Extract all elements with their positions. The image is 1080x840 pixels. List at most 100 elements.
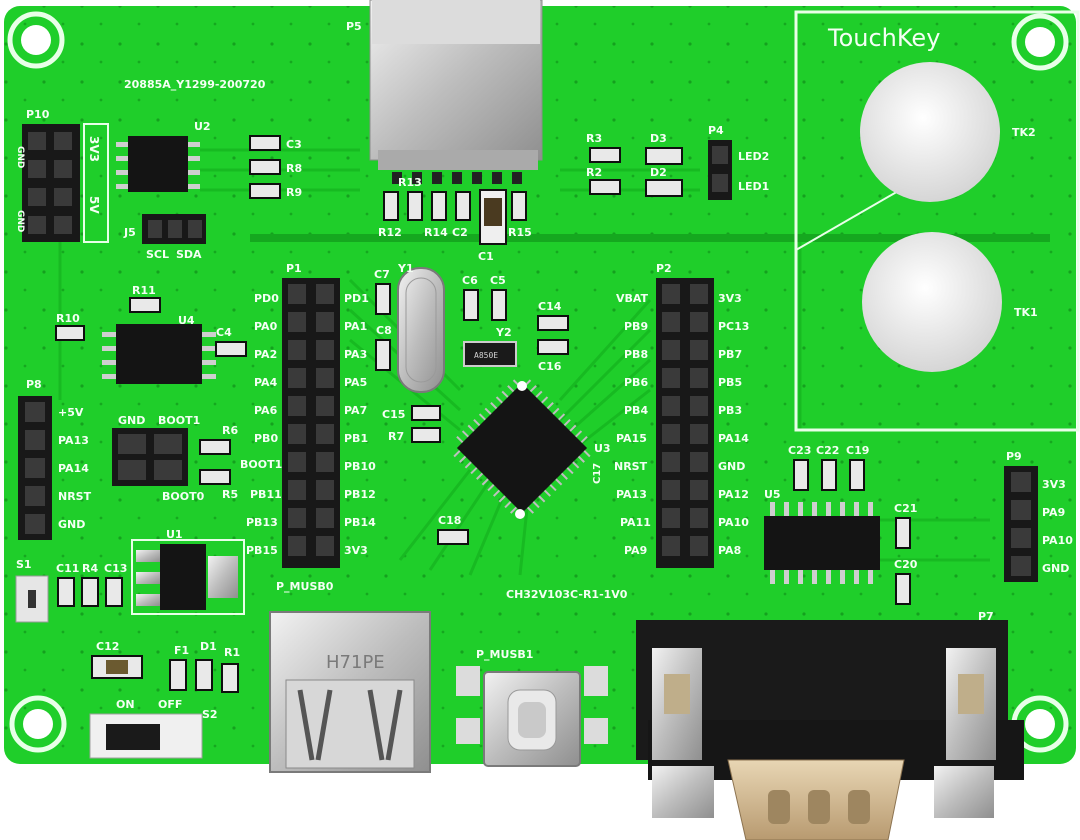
fiducial-mcu-bottom: [515, 509, 525, 519]
label-r3: R3: [586, 132, 602, 145]
smd-boot-passives: [199, 439, 231, 485]
p2-right-label: PA12: [718, 488, 749, 501]
label-c15: C15: [382, 408, 405, 421]
smd-led-area: [589, 147, 683, 197]
label-on: ON: [116, 698, 135, 711]
revision-code: 20885A_Y1299-200720: [124, 78, 266, 91]
p8-label: GND: [58, 518, 85, 531]
p2-right-label: PB5: [718, 376, 742, 389]
label-u2: U2: [194, 120, 211, 133]
usb-c-port[interactable]: [456, 666, 608, 767]
label-led1: LED1: [738, 180, 769, 193]
label-f1: F1: [174, 644, 189, 657]
p9-label: PA10: [1042, 534, 1073, 547]
label-p-musb0: P_MUSB0: [276, 580, 334, 593]
db9-connector-p7[interactable]: [636, 620, 1024, 840]
label-d1: D1: [200, 640, 217, 653]
header-j5[interactable]: [142, 214, 206, 244]
p1-left-label: PA2: [254, 348, 277, 361]
label-r6: R6: [222, 424, 238, 437]
label-p10-3v3: 3V3: [87, 136, 101, 162]
p2-right-label: GND: [718, 460, 745, 473]
label-sda: SDA: [176, 248, 202, 261]
label-r1: R1: [224, 646, 240, 659]
p8-label: PA13: [58, 434, 89, 447]
label-r9: R9: [286, 186, 302, 199]
label-c5: C5: [490, 274, 506, 287]
label-p8: P8: [26, 378, 42, 391]
label-p4: P4: [708, 124, 724, 137]
label-p5: P5: [346, 20, 362, 33]
p8-pin-labels: +5V PA13 PA14 NRST GND: [58, 406, 92, 531]
smd-reg-passives: [57, 577, 123, 607]
chip-u2: [116, 136, 200, 192]
p2-left-label: PB8: [624, 348, 648, 361]
p1-left-label: PB11: [250, 488, 282, 501]
label-c13: C13: [104, 562, 127, 575]
label-d2: D2: [650, 166, 667, 179]
mcu-u3: [453, 379, 591, 514]
label-r15: R15: [508, 226, 532, 239]
label-c23: C23: [788, 444, 811, 457]
label-p7: P7: [978, 610, 994, 623]
header-p1[interactable]: [282, 278, 340, 568]
label-tk1: TK1: [1014, 306, 1038, 319]
header-p2[interactable]: [656, 278, 714, 568]
p1-left-label: PA4: [254, 376, 278, 389]
p8-label: NRST: [58, 490, 92, 503]
p9-label: 3V3: [1042, 478, 1066, 491]
header-p9[interactable]: [1004, 466, 1038, 582]
p1-right-label: PB12: [344, 488, 376, 501]
label-c21: C21: [894, 502, 917, 515]
micro-sd-slot[interactable]: [369, 0, 543, 184]
p2-right-labels: 3V3 PC13 PB7 PB5 PB3 PA14 GND PA12 PA10 …: [718, 292, 749, 557]
boot-jumper-block[interactable]: [112, 428, 188, 486]
label-c3: C3: [286, 138, 302, 151]
power-switch-s2[interactable]: [89, 713, 203, 759]
header-p4[interactable]: [708, 140, 732, 200]
p2-right-label: PA14: [718, 432, 749, 445]
label-y1: Y1: [397, 262, 414, 275]
mount-hole-bl: [9, 695, 67, 753]
board-model: CH32V103C-R1-1V0: [506, 588, 628, 601]
label-c1: C1: [478, 250, 494, 263]
p1-right-label: PB10: [344, 460, 376, 473]
usb-a-marking: H71PE: [326, 652, 385, 673]
header-p8[interactable]: [18, 396, 52, 540]
touchkey-title: TouchKey: [827, 24, 940, 52]
label-r13: R13: [398, 176, 422, 189]
p8-label: +5V: [58, 406, 84, 419]
label-j5: J5: [123, 226, 136, 239]
fiducial-mcu: [517, 381, 527, 391]
label-r4: R4: [82, 562, 98, 575]
touchkey-area: TouchKey TK2 TK1: [794, 10, 1080, 432]
chip-u5: [764, 502, 880, 584]
p1-left-labels: PD0 PA0 PA2 PA4 PA6 PB0 PB11 PB13 PB15: [246, 292, 282, 557]
touch-pad-tk2[interactable]: [860, 62, 1000, 202]
regulator-u1: [131, 539, 245, 615]
label-boot0: BOOT0: [162, 490, 205, 503]
smd-c3-r8-r9: [249, 135, 281, 199]
label-s1: S1: [16, 558, 32, 571]
label-r10: R10: [56, 312, 80, 325]
p9-label: GND: [1042, 562, 1069, 575]
label-p9: P9: [1006, 450, 1022, 463]
label-r5: R5: [222, 488, 238, 501]
label-p10-5v: 5V: [87, 196, 101, 214]
db9-standoff-left: [652, 648, 702, 760]
label-boot1-pad: BOOT1: [240, 458, 282, 471]
label-p1: P1: [286, 262, 302, 275]
header-p10[interactable]: [22, 123, 109, 243]
label-p10: P10: [26, 108, 50, 121]
p2-right-label: PA8: [718, 544, 741, 557]
p2-left-label: PA15: [616, 432, 647, 445]
label-u3: U3: [594, 442, 611, 455]
p2-left-label: NRST: [614, 460, 648, 473]
smd-center-passives: [375, 283, 569, 545]
smd-u5-passives: [793, 459, 911, 605]
button-s1[interactable]: [15, 575, 49, 623]
touch-pad-tk1[interactable]: [862, 232, 1002, 372]
p2-left-label: PB4: [624, 404, 648, 417]
usb-a-port[interactable]: H71PE: [269, 611, 431, 773]
label-u5: U5: [764, 488, 781, 501]
